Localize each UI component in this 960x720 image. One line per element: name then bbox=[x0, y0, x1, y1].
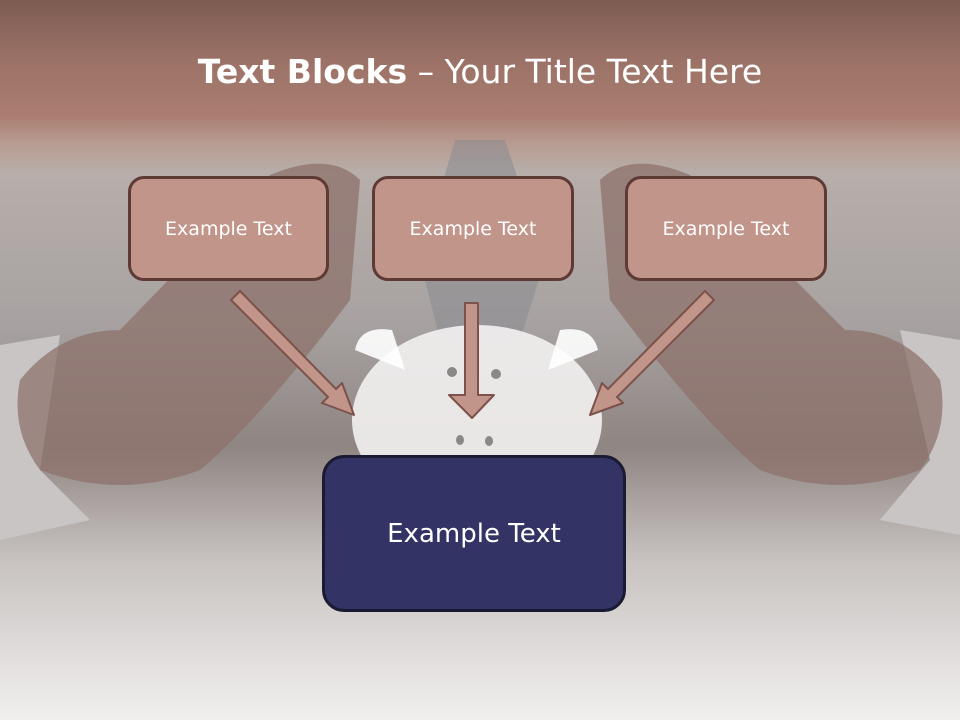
piggy-bank-nostril-right bbox=[485, 436, 493, 446]
arrow-right bbox=[589, 290, 715, 416]
piggy-bank-nostril-left bbox=[456, 435, 464, 445]
text-block-right-label: Example Text bbox=[662, 217, 790, 240]
text-block-right[interactable]: Example Text bbox=[625, 176, 827, 281]
arrow-left bbox=[230, 290, 355, 416]
piggy-bank-right-ear bbox=[548, 329, 598, 370]
slide-title: Text Blocks – Your Title Text Here bbox=[0, 52, 960, 91]
main-text-block[interactable]: Example Text bbox=[322, 455, 626, 612]
text-block-left-label: Example Text bbox=[165, 217, 292, 240]
text-block-center-label: Example Text bbox=[409, 217, 537, 240]
title-separator: – bbox=[407, 52, 445, 91]
piggy-bank-eye-left bbox=[447, 367, 457, 377]
title-rest: Your Title Text Here bbox=[444, 52, 763, 91]
piggy-bank-eye-right bbox=[491, 369, 501, 379]
piggy-bank-left-ear bbox=[355, 329, 405, 370]
title-bold: Text Blocks bbox=[197, 52, 408, 91]
text-block-center[interactable]: Example Text bbox=[372, 176, 574, 281]
arrow-center bbox=[448, 302, 495, 419]
text-block-left[interactable]: Example Text bbox=[128, 176, 329, 281]
main-text-block-label: Example Text bbox=[387, 518, 561, 549]
